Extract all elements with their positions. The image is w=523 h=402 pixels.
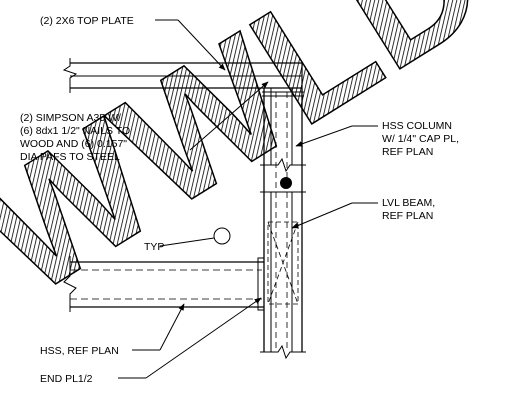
hss-column-label-line2: W/ 1/4" CAP PL, [382,133,459,145]
simpson-label-line4: DIA PAFS TO STEEL [20,151,120,163]
simpson-label-line1: (2) SIMPSON A35 W/ [20,112,121,124]
leader-lines [118,19,378,379]
fastener-icon [280,177,292,189]
hss-beam [63,256,265,312]
top-plate [62,58,303,93]
lvl-beam-label-line2: REF PLAN [382,210,433,222]
lvl-beam-column [260,88,306,360]
hss-column-label-line3: REF PLAN [382,146,433,158]
watermark: WWLD [0,0,515,332]
hss-ref-plan-label: HSS, REF PLAN [40,345,119,357]
weld-tag-label: TYP [144,241,164,253]
hss-column-label-line1: HSS COLUMN [382,120,452,132]
top-plate-label: (2) 2X6 TOP PLATE [40,15,134,27]
simpson-label-line3: WOOD AND (6) 0.157" [20,138,127,150]
watermark-text: WWLD [0,0,515,332]
end-plate-label: END PL1/2 [40,373,93,385]
simpson-label-line2: (6) 8dx1 1/2" NAILS TO [20,125,130,137]
lvl-beam-label-line1: LVL BEAM, [382,197,435,209]
weld-callout-circle [213,227,231,245]
